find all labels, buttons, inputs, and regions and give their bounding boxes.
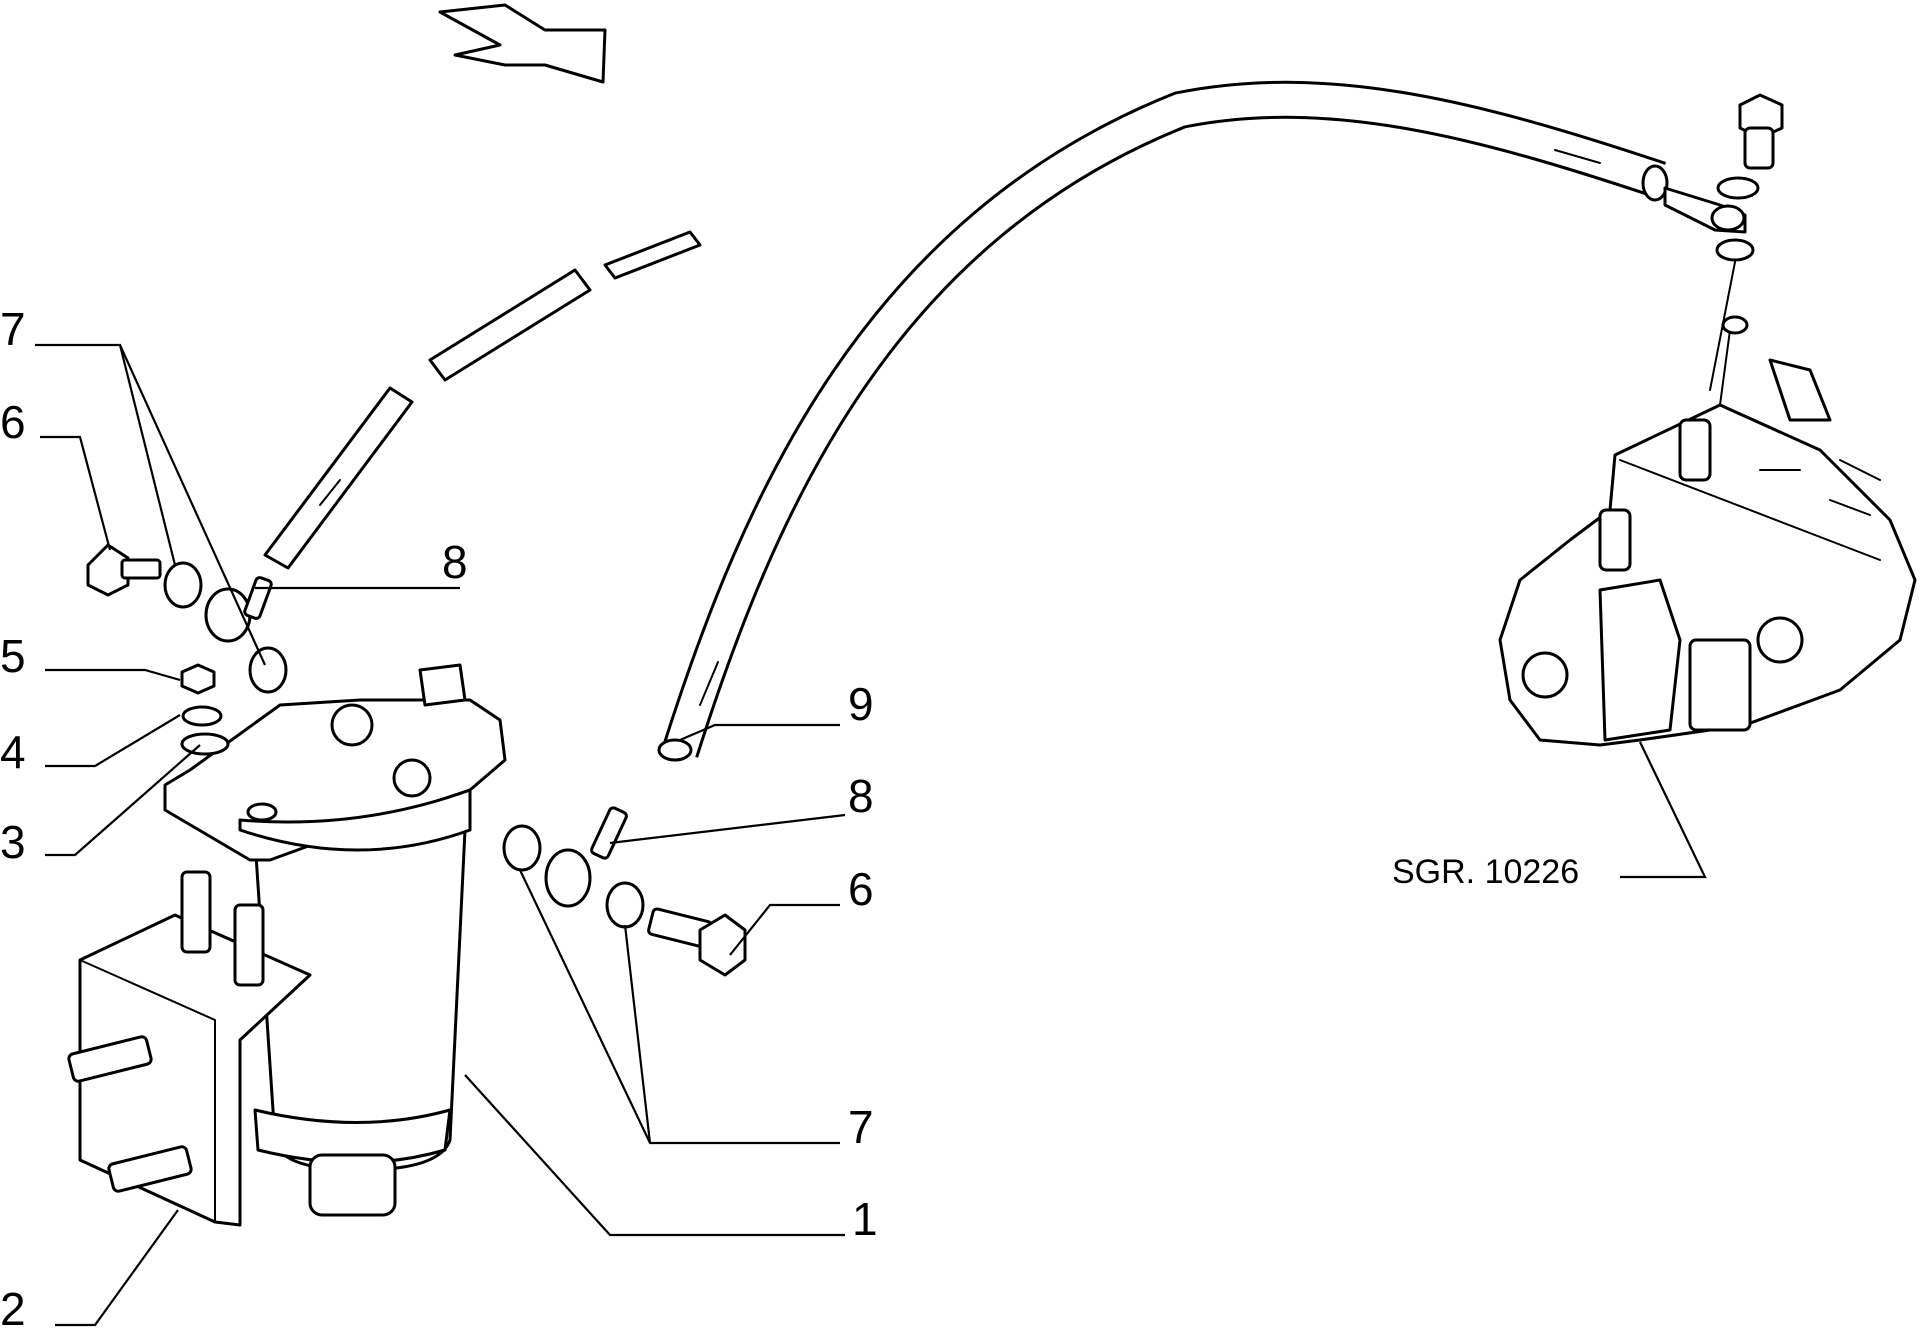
fuel-hose	[657, 80, 1669, 762]
injection-pump	[1498, 315, 1917, 747]
direction-arrow-icon	[438, 3, 607, 84]
callout-7-top: 7	[0, 303, 26, 355]
nut	[180, 663, 216, 695]
callout-8-lower: 8	[848, 770, 874, 822]
sealing-washer	[502, 824, 542, 872]
fuel-filter-assembly	[163, 663, 507, 1217]
return-hose-upper	[263, 230, 702, 570]
banjo-bolt	[86, 543, 162, 597]
reference-label: SGR. 10226	[1392, 853, 1579, 891]
banjo-fitting	[544, 806, 628, 908]
callout-3: 3	[0, 816, 26, 868]
callout-5: 5	[0, 630, 26, 682]
sealing-washer	[605, 881, 645, 929]
right-hardware	[502, 806, 747, 977]
sealing-washer	[163, 561, 203, 609]
washer	[180, 732, 230, 756]
callout-9: 9	[848, 678, 874, 730]
mounting-bracket	[67, 870, 312, 1227]
left-hardware	[86, 543, 288, 756]
banjo-fitting	[204, 576, 273, 643]
callout-1: 1	[852, 1193, 878, 1245]
callout-6-left: 6	[0, 396, 26, 448]
banjo-bolt	[647, 907, 747, 977]
callout-2: 2	[0, 1283, 26, 1329]
callout-6-right: 6	[848, 863, 874, 915]
callout-7-bottom: 7	[848, 1101, 874, 1153]
sealing-washer	[248, 646, 288, 694]
callout-labels: 7 6 5 4 3 2 8 9 8 6 7 1 SGR. 10226	[0, 303, 1579, 1329]
callout-8-upper: 8	[442, 536, 468, 588]
pump-connection-hardware	[1663, 93, 1784, 391]
leader-lines	[35, 343, 1707, 1327]
spring-washer	[181, 705, 223, 727]
callout-4: 4	[0, 726, 26, 778]
